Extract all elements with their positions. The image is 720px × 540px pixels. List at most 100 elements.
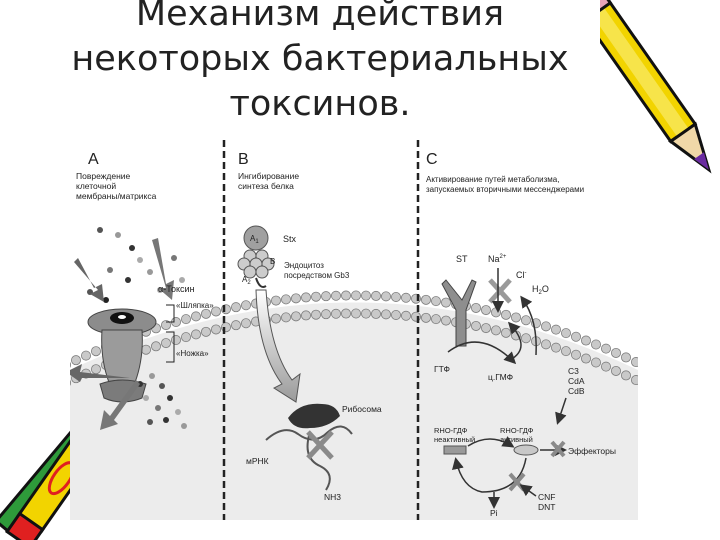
membrane-bead [210, 324, 221, 335]
membrane-bead [290, 293, 301, 304]
membrane-bead [400, 310, 411, 321]
ion-channel-blocked [488, 268, 512, 313]
membrane-bead [611, 347, 622, 358]
membrane-bead [310, 291, 321, 302]
membrane-bead [631, 357, 638, 368]
membrane-bead [500, 327, 511, 338]
membrane-bead [420, 294, 431, 305]
pi-label: Pi [490, 508, 498, 518]
cnf-arrow [519, 484, 537, 497]
toxin-dots-outside [87, 227, 185, 303]
membrane-bead [400, 292, 411, 303]
c3-inhibition-arrow [555, 397, 567, 425]
membrane-bead [380, 291, 391, 302]
rho-inactive-block [443, 445, 467, 455]
membrane-bead [320, 309, 331, 320]
panel-c-heading-1: Активирование путей метаболизма, [426, 175, 559, 184]
membrane-bead [340, 308, 351, 319]
c3-label: C3 [568, 366, 579, 376]
title-line-2: некоторых бактериальных [71, 39, 569, 79]
membrane-bead [550, 324, 561, 335]
membrane-bead [151, 341, 162, 352]
effector-x-icon [550, 440, 566, 458]
st-receptor [441, 279, 477, 347]
cell-interior [70, 302, 638, 520]
membrane-bead [280, 294, 291, 305]
membrane-bead [570, 349, 581, 360]
membrane-bead [601, 343, 612, 354]
cl-label: Cl- [516, 270, 527, 280]
inhibition-x-b [306, 430, 334, 460]
membrane-bead [540, 321, 551, 332]
membrane-bead [480, 305, 491, 316]
membrane-bead [470, 320, 481, 331]
membrane-bead [430, 314, 441, 325]
cgmp-channel-arrow [507, 321, 522, 361]
endocytosis-arrow [255, 289, 301, 403]
membrane-bead [540, 339, 551, 350]
panel-a-heading-2: клеточной [76, 181, 116, 191]
membrane-bead [580, 353, 591, 364]
membrane-bead [520, 333, 531, 344]
membrane-bead [570, 331, 581, 342]
stem-bracket [166, 331, 175, 363]
effectors-label: Эффекторы [568, 446, 616, 456]
rho-inactive-label-2: неактивный [434, 435, 475, 444]
a2-label: A2 [242, 275, 251, 286]
membrane-bead [601, 361, 612, 372]
membrane-bead [200, 326, 211, 337]
cdb-label: CdB [568, 386, 585, 396]
membrane-bead [141, 344, 152, 355]
membrane-bead [420, 312, 431, 323]
membrane-bead [370, 308, 381, 319]
nh3-strand [306, 431, 331, 491]
rho-active-label-2: активный [500, 435, 533, 444]
membrane-bead [560, 328, 571, 339]
membrane-bead [520, 315, 531, 326]
membrane-bead [440, 315, 451, 326]
membrane-bead [500, 309, 511, 320]
membrane-bead [181, 332, 192, 343]
na-label: Na2+ [488, 254, 507, 264]
stem-label: «Ножка» [176, 349, 209, 358]
membrane-bead [210, 306, 221, 317]
membrane-bead [360, 308, 371, 319]
membrane-bead [70, 361, 71, 368]
panel-c-letter: C [426, 151, 438, 168]
stx-label: Stx [283, 234, 297, 244]
membrane-bead [580, 335, 591, 346]
membrane-bead [90, 346, 101, 357]
membrane-bead [270, 295, 281, 306]
membrane-bead [191, 311, 202, 322]
gtp-label: ГТФ [434, 364, 450, 374]
membrane-bead [631, 375, 638, 386]
membrane-bead [330, 290, 341, 301]
membrane-bead [191, 329, 202, 340]
panel-a-heading-3: мембраны/матрикса [76, 191, 157, 201]
hat-bracket [166, 304, 175, 323]
panel-a-heading-1: Повреждение [76, 171, 131, 181]
membrane-bead [230, 320, 241, 331]
membrane-bead [320, 291, 331, 302]
membrane-bead [621, 370, 632, 381]
membrane-bead [350, 290, 361, 301]
membrane-bead [90, 364, 101, 375]
membrane-bead [560, 346, 571, 357]
toxin-mechanism-diagram: A Повреждение клеточной мембраны/матрикс… [70, 140, 638, 520]
membrane-bead [611, 365, 622, 376]
b-subunit-label: B [270, 257, 275, 266]
rho-inactive-label-1: RHO-ГДФ [434, 426, 468, 435]
membrane-bead [430, 296, 441, 307]
panel-c-heading-2: запускаемых вторичными мессенджерами [426, 185, 584, 194]
panel-b-letter: B [238, 151, 249, 168]
arrow-in-2 [152, 238, 174, 300]
membrane-bead [161, 338, 172, 349]
membrane-bead [510, 312, 521, 323]
slide-title: Механизм действия некоторых бактериальны… [0, 0, 640, 127]
membrane-bead [240, 300, 251, 311]
membrane-bead [310, 309, 321, 320]
membrane-bead [181, 314, 192, 325]
mrna-label: мРНК [246, 456, 269, 466]
gtp-hydrolysis-arrow [452, 457, 527, 493]
membrane-bead [70, 379, 71, 386]
